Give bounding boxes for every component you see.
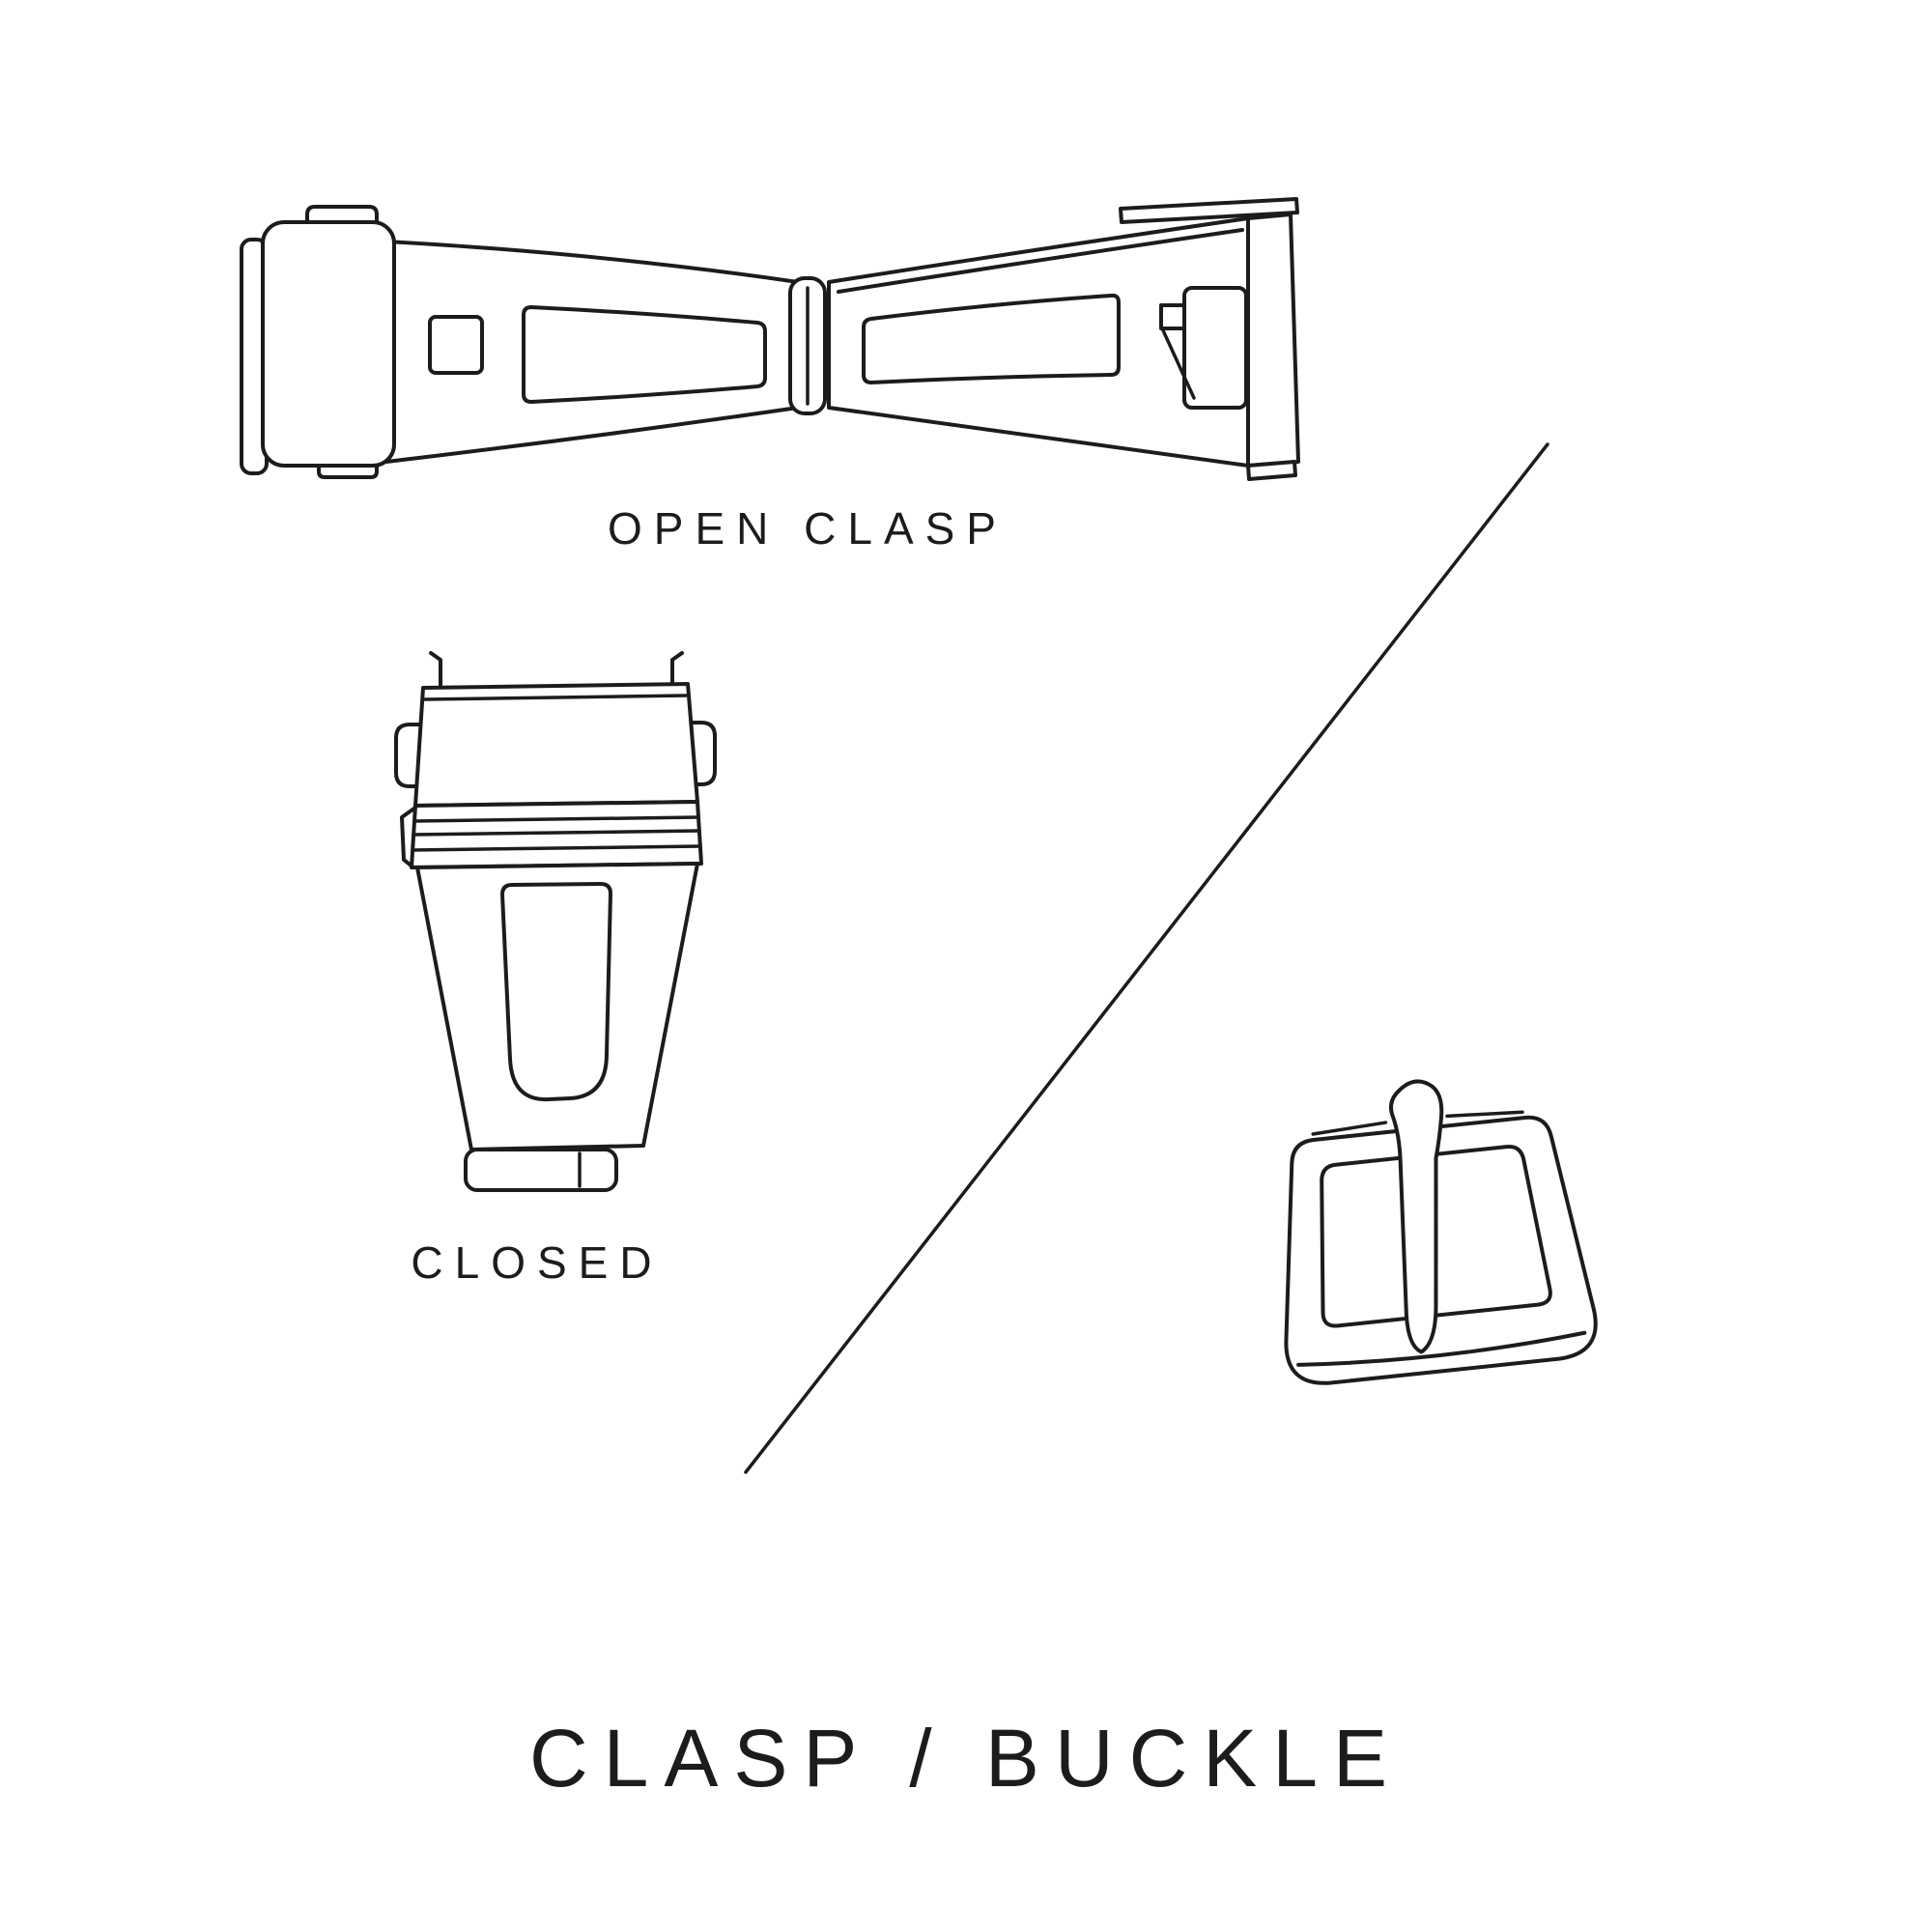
open-clasp-right-bottom-tab [1246,460,1297,481]
closed-clasp-illustration [394,651,717,1192]
closed-clasp-top-fold-line [423,694,688,701]
closed-clasp-band-line-2 [412,829,701,837]
closed-clasp-top-block [413,682,699,808]
open-clasp-left-panel [522,305,767,404]
open-clasp-left-hole [428,315,484,375]
buckle-pin-right [1445,1110,1524,1119]
closed-clasp-side-notch [400,806,417,869]
open-clasp-label: OPEN CLASP [608,503,1008,554]
open-clasp-end-cap [261,220,396,468]
buckle-frame [1284,1115,1598,1385]
closed-clasp-right-prong [670,651,684,689]
closed-clasp-body [415,862,699,1151]
tang-buckle-illustration [1284,1079,1598,1385]
closed-clasp-label: CLOSED [411,1237,664,1288]
open-clasp-cap-bottom-tab [317,464,379,479]
open-clasp-spring-tab [1159,303,1186,330]
open-clasp-right-end-plate [1246,213,1300,468]
closed-clasp-left-prong [429,651,442,689]
buckle-frame-opening [1320,1144,1552,1328]
closed-clasp-band-line-3 [411,844,702,852]
buckle-prong [1389,1079,1444,1354]
open-clasp-spring-line [1161,328,1196,400]
open-clasp-right-top-tab [1119,197,1299,224]
buckle-pin-left [1311,1121,1388,1136]
closed-clasp-band-line-1 [412,815,700,823]
diagonal-divider-line [744,442,1549,1474]
closed-clasp-foot [464,1148,618,1192]
page-title: CLASP / BUCKLE [528,1713,1404,1804]
buckle-base-thickness-line [1296,1330,1587,1367]
open-clasp-cap-top-tab [305,205,379,224]
open-clasp-right-seam [837,228,1244,294]
closed-clasp-body-panel [500,882,612,1102]
open-clasp-illustration [240,197,1300,481]
open-clasp-right-panel [862,293,1121,384]
open-clasp-right-cutout [1182,286,1248,410]
